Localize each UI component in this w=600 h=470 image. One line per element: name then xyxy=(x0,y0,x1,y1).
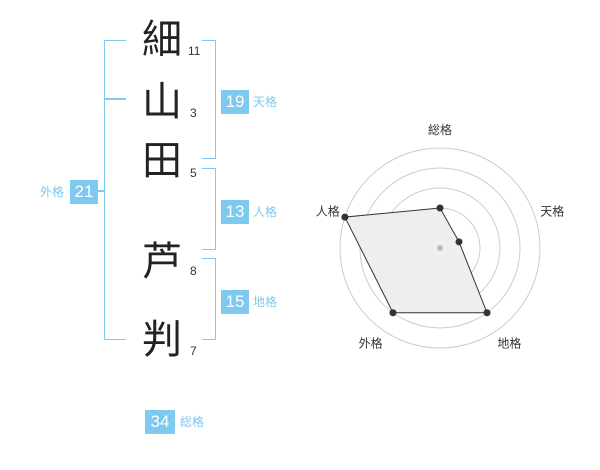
radar-point-4 xyxy=(389,309,397,317)
stroke-count-3: 5 xyxy=(190,166,197,180)
name-char-4: 芦 xyxy=(142,239,182,285)
jinkaku-bracket xyxy=(202,168,216,250)
gaikaku-label: 外格 xyxy=(40,185,65,199)
tenkaku-label: 天格 xyxy=(253,95,278,109)
radar-axis-label-1: 総格 xyxy=(428,122,452,137)
radar-axis-label-3: 地格 xyxy=(497,336,521,351)
stroke-count-2: 3 xyxy=(190,106,197,120)
chikaku-bracket xyxy=(202,258,216,340)
tenkaku-bracket xyxy=(202,40,216,159)
name-char-5: 判 xyxy=(142,317,182,363)
radar-ring-4 xyxy=(359,167,521,329)
radar-polygon xyxy=(344,207,488,314)
gaikaku-bracket xyxy=(104,40,126,340)
radar-center-dot xyxy=(437,245,443,251)
radar-ring-3 xyxy=(379,187,501,309)
stroke-count-5: 7 xyxy=(190,344,197,358)
stroke-count-1: 11 xyxy=(188,44,201,58)
name-char-3: 田 xyxy=(142,138,182,184)
radar-ring-5 xyxy=(339,147,541,349)
name-char-2: 山 xyxy=(142,79,182,125)
stroke-count-4: 8 xyxy=(190,264,197,278)
gaikaku-bracket-connector xyxy=(96,190,105,192)
tenkaku-score: 19 xyxy=(221,90,249,114)
radar-ring-1 xyxy=(419,227,461,269)
soukaku-label: 総格 xyxy=(180,415,205,429)
radar-axis-label-2: 天格 xyxy=(540,204,564,219)
radar-point-2 xyxy=(455,238,463,246)
radar-axis-label-5: 人格 xyxy=(316,204,340,219)
name-char-1: 細 xyxy=(142,17,182,63)
gaikaku-bracket-divider xyxy=(104,98,126,100)
radar-ring-2 xyxy=(399,207,481,289)
jinkaku-label: 人格 xyxy=(253,205,278,219)
chikaku-label: 地格 xyxy=(253,295,278,309)
radar-point-1 xyxy=(436,204,444,212)
jinkaku-score: 13 xyxy=(221,200,249,224)
radar-point-5 xyxy=(341,213,349,221)
chikaku-score: 15 xyxy=(221,290,249,314)
radar-point-3 xyxy=(483,309,491,317)
gaikaku-score: 21 xyxy=(70,180,98,204)
radar-axis-label-4: 外格 xyxy=(359,336,383,351)
soukaku-score: 34 xyxy=(145,410,175,434)
